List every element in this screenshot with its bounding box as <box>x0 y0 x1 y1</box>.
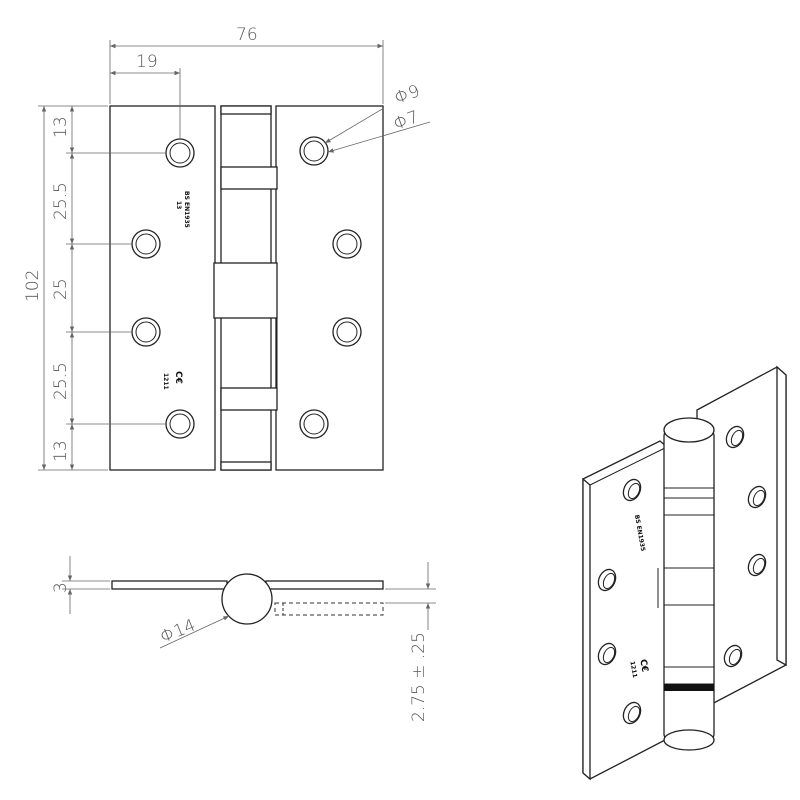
left-leaf <box>109 105 216 471</box>
dim-hole-outer: Φ9 <box>392 81 423 108</box>
svg-text:1211: 1211 <box>628 661 638 679</box>
side-leaf-left <box>111 580 228 590</box>
side-leaf-hidden <box>274 602 384 616</box>
iso-knuckle <box>657 417 715 751</box>
dim-v-gap-top: 13 <box>51 116 71 138</box>
side-knuckle <box>221 573 273 625</box>
dim-v-gap-2: 25 <box>51 278 71 300</box>
side-leaf-right <box>265 580 384 590</box>
dim-overall-width: 76 <box>236 25 258 45</box>
side-view: 3 Φ14 2.75 ± .25 <box>51 556 436 722</box>
iso-ce-marking: C€ 1211 <box>628 659 649 679</box>
svg-text:1211: 1211 <box>162 373 169 390</box>
iso-holes <box>597 425 767 725</box>
dim-hole-inner: Φ7 <box>391 107 422 134</box>
svg-text:13: 13 <box>175 201 182 209</box>
svg-text:C€: C€ <box>637 659 649 673</box>
knuckle-segments <box>213 105 278 471</box>
svg-text:BS EN1935: BS EN1935 <box>183 191 190 228</box>
dim-overall-height: 102 <box>23 270 43 302</box>
dim-thickness: 3 <box>51 582 71 593</box>
isometric-view: BS EN1935 C€ 1211 <box>582 365 787 781</box>
dim-hole-offset: 19 <box>136 52 158 72</box>
dim-v-gap-3: 25.5 <box>51 362 71 400</box>
holes-right-leaf <box>299 136 362 439</box>
ce-marking: C€ 1211 <box>162 371 183 390</box>
dim-knuckle-dia: Φ14 <box>157 616 198 648</box>
dim-v-gap-1: 25.5 <box>51 182 71 220</box>
front-view: BS EN1935 13 C€ 1211 <box>109 105 384 471</box>
dim-v-gap-bottom: 13 <box>51 440 71 462</box>
svg-text:C€: C€ <box>173 371 183 384</box>
standard-marking: BS EN1935 13 <box>175 191 190 228</box>
dim-gap-tolerance: 2.75 ± .25 <box>409 632 429 722</box>
right-leaf <box>275 105 384 471</box>
